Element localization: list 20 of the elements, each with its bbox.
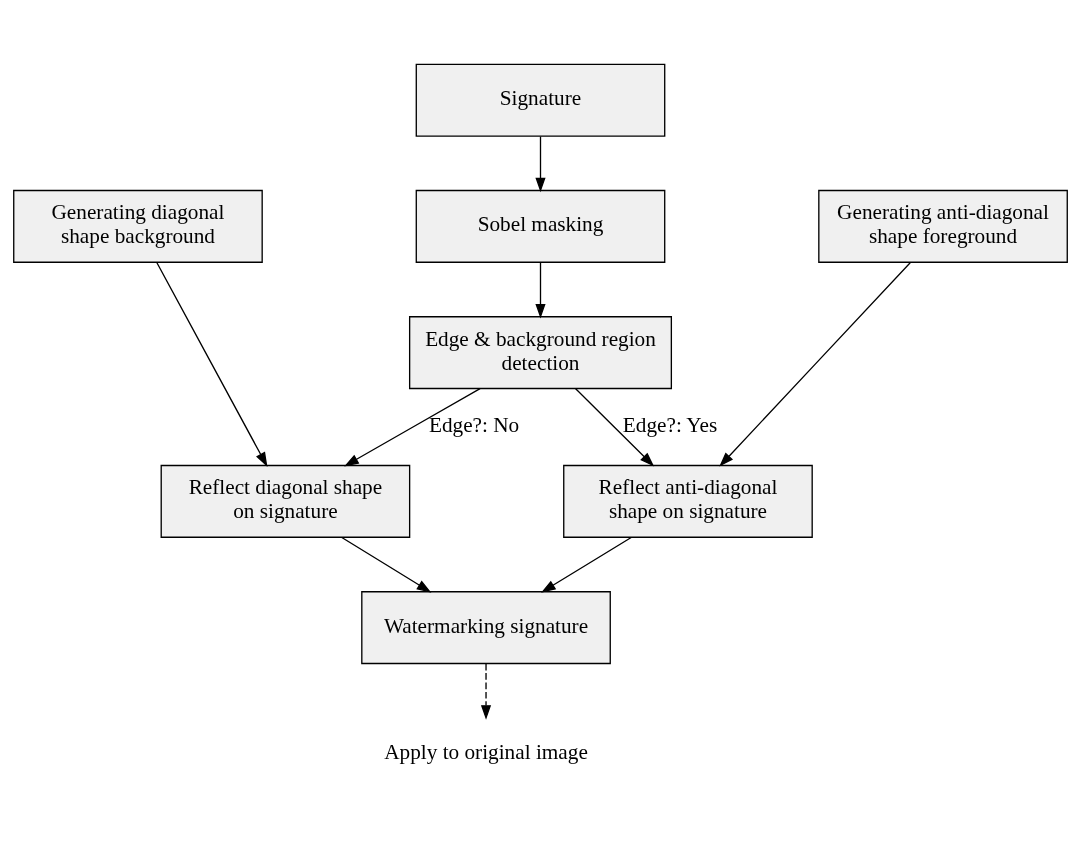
- node-box: Generating anti-diagonal shape foreground: [818, 189, 1068, 263]
- arrow: [156, 262, 268, 467]
- node-text: Apply to original image: [384, 739, 588, 764]
- edge-label: Edge?: No: [428, 413, 520, 438]
- node-box: Reflect anti-diagonal shape on signature: [563, 464, 813, 538]
- arrow: [574, 387, 655, 467]
- arrow: [719, 262, 911, 467]
- node-box: Signature: [415, 63, 666, 137]
- arrow: [480, 663, 492, 720]
- node-box: Generating diagonal shape background: [13, 189, 263, 263]
- arrow: [344, 387, 481, 467]
- edge-label: Edge?: Yes: [622, 413, 718, 438]
- node-box: Edge & background region detection: [408, 316, 673, 390]
- arrow: [535, 262, 546, 319]
- node-box: Sobel masking: [415, 189, 666, 263]
- node-box: Reflect diagonal shape on signature: [160, 464, 411, 538]
- arrow: [341, 536, 432, 593]
- node-box: Watermarking signature: [361, 591, 611, 665]
- arrow: [541, 536, 632, 593]
- arrow: [535, 135, 546, 193]
